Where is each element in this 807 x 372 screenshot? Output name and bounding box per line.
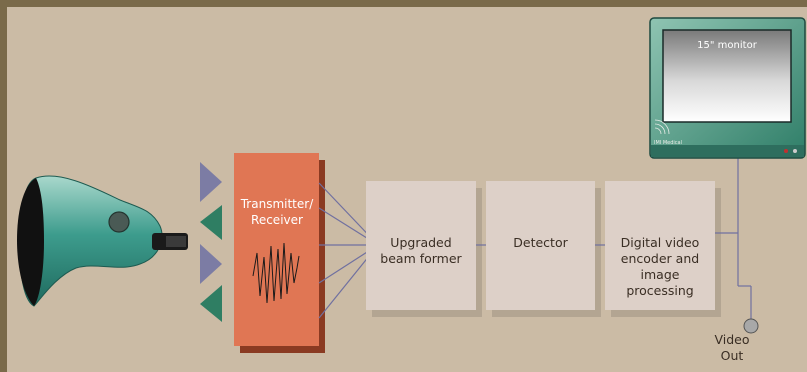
- beamformer-label: Upgraded beam former: [380, 235, 462, 266]
- monitor-label: 15" monitor: [697, 40, 757, 51]
- arrow-left-green-1: [200, 205, 222, 240]
- monitor-screen: [662, 29, 792, 123]
- detector-label: Detector: [513, 235, 568, 250]
- monitor-brand: IMI Medical: [654, 140, 683, 146]
- ultrasound-probe: [17, 175, 188, 307]
- detector-block: [486, 181, 601, 317]
- video-out-label: Video Out: [714, 332, 750, 363]
- monitor-logo-icon: [654, 119, 670, 135]
- encoder-label: Digital video encoder and image processi…: [620, 235, 700, 298]
- connector-lines: [476, 158, 752, 320]
- arrow-right-purple-1: [200, 162, 222, 202]
- transmitter-label: Transmitter/ Receiver: [240, 197, 314, 227]
- transmitter-receiver-block: [234, 153, 325, 353]
- arrow-right-purple-2: [200, 244, 222, 284]
- probe-signal-arrows: [200, 162, 222, 322]
- video-out-jack-icon: [743, 318, 759, 334]
- beamformer-block: [366, 181, 482, 317]
- power-led-icon: [784, 149, 788, 153]
- monitor: [649, 17, 806, 159]
- encoder-block: [605, 181, 721, 317]
- arrow-left-green-2: [200, 285, 222, 322]
